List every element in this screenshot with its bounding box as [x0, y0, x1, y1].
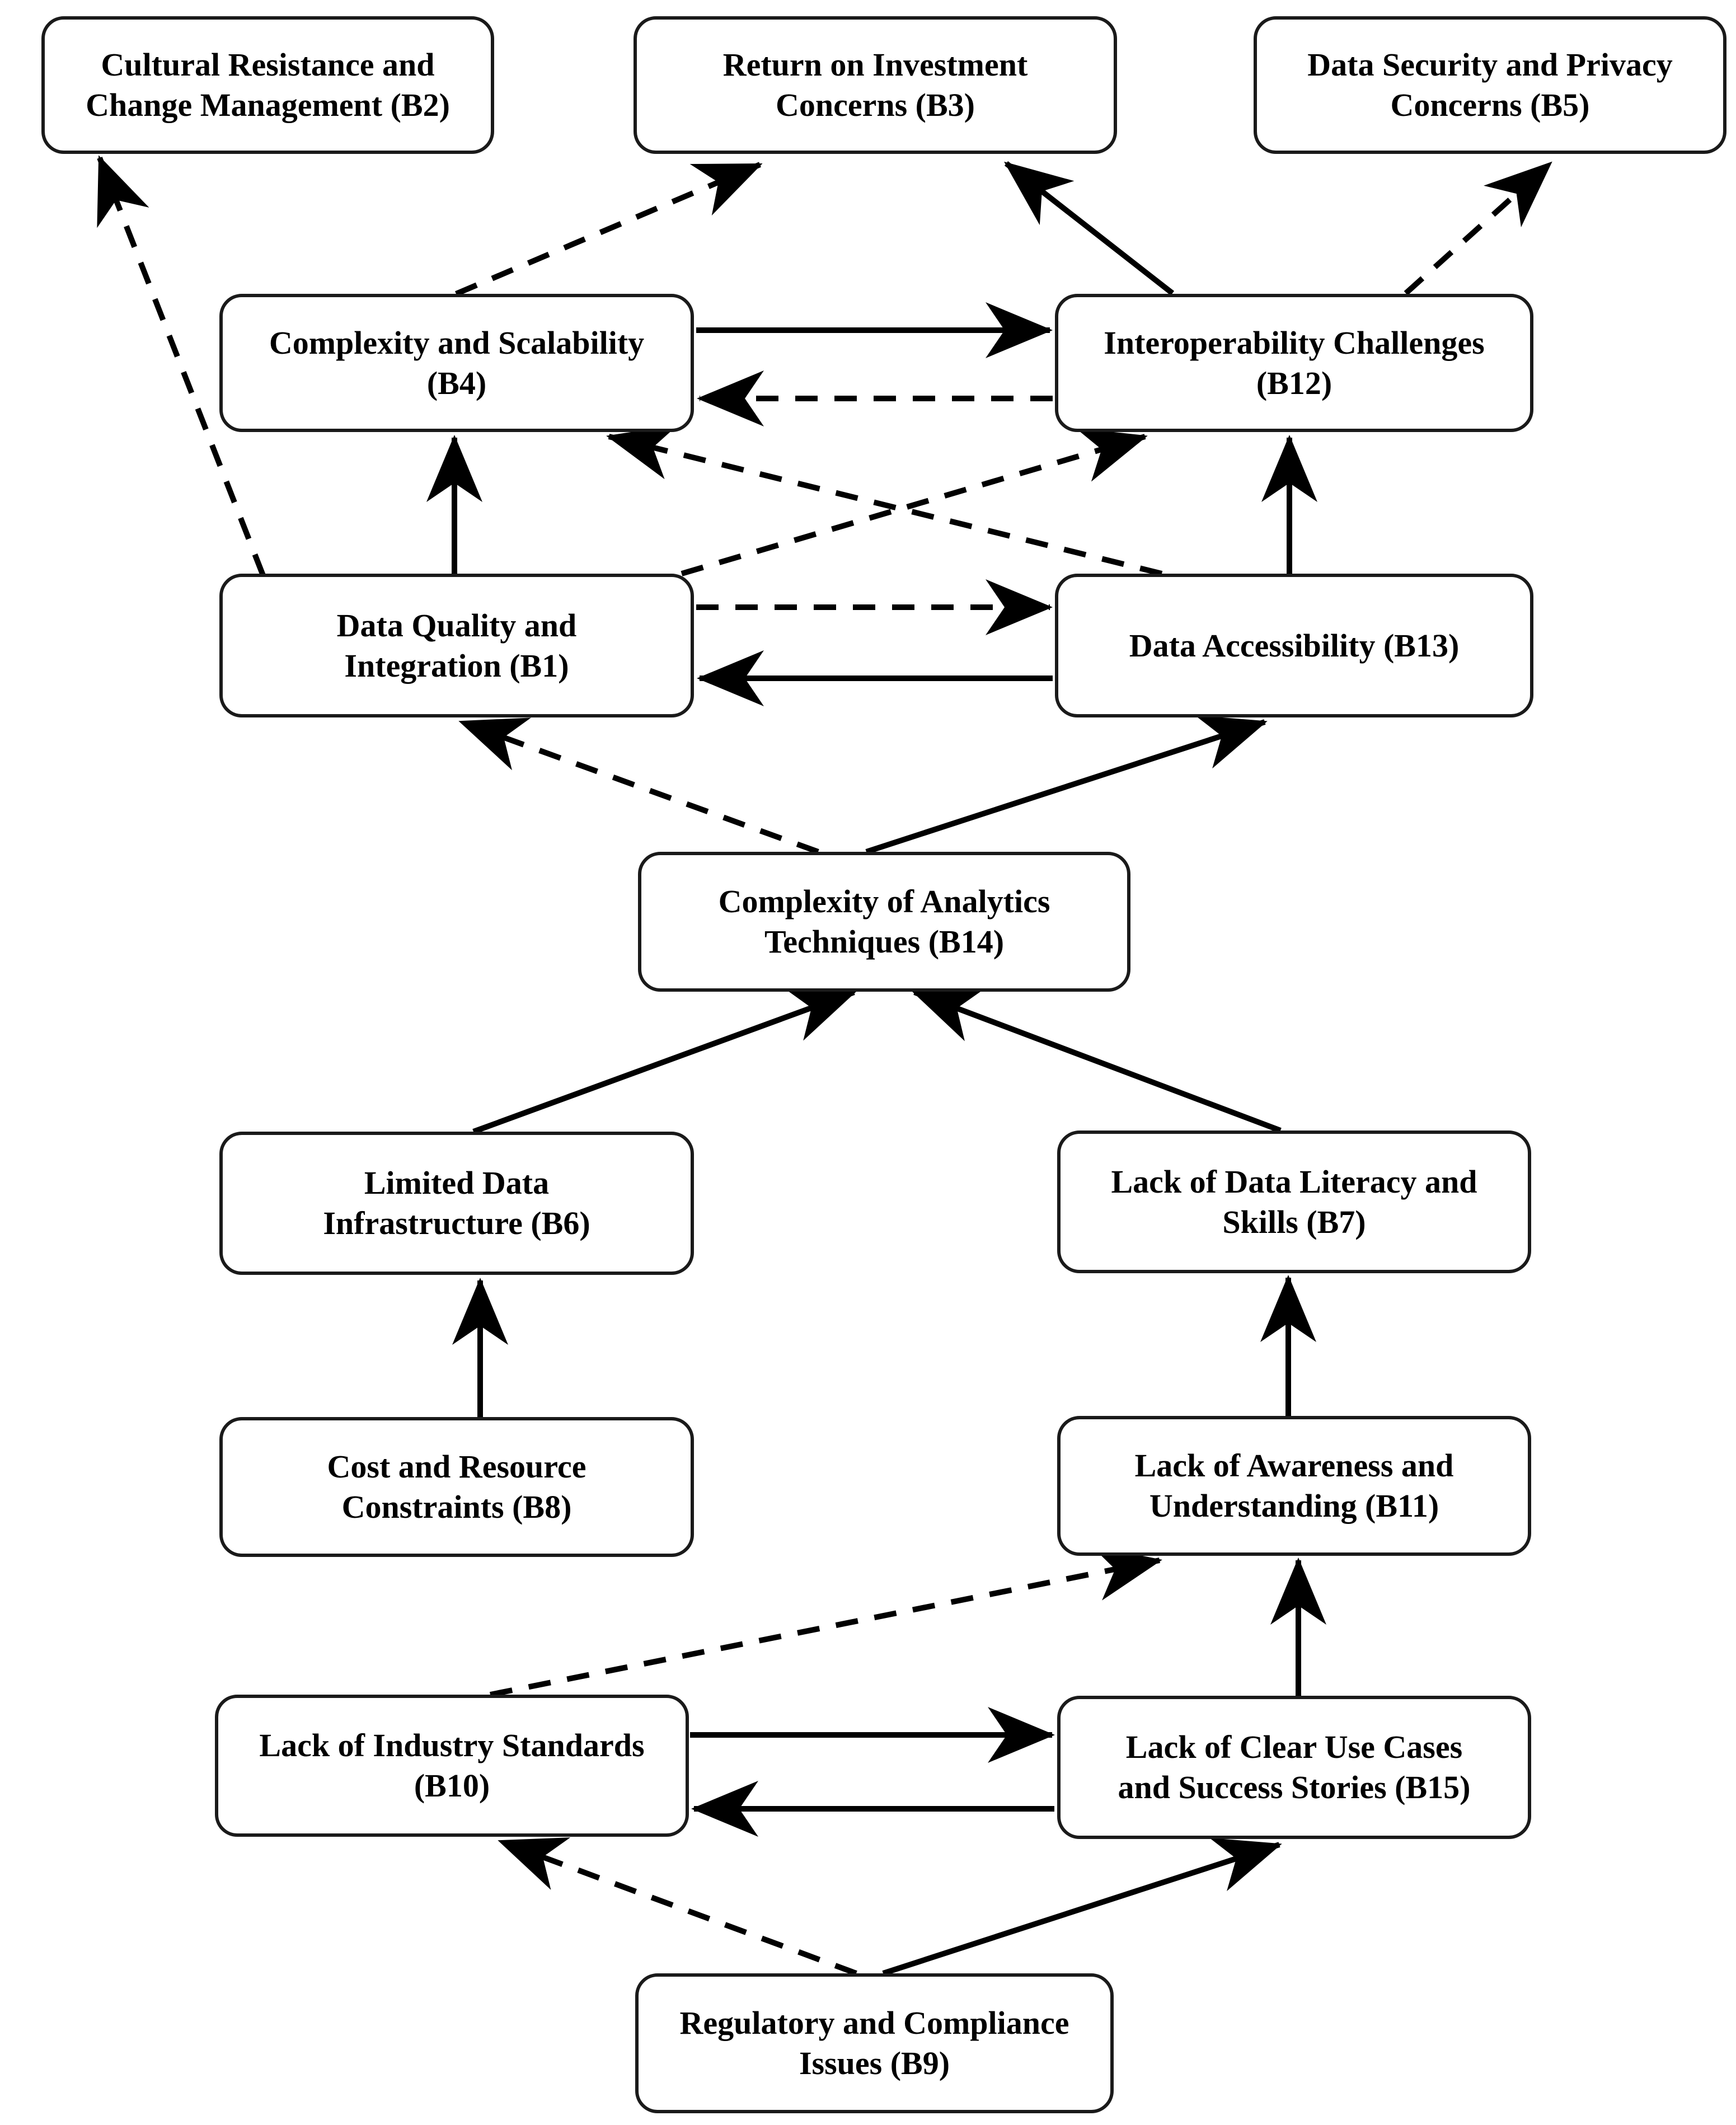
arrow-B12-to-B3 — [1004, 161, 1175, 295]
arrow-B14-to-B13 — [865, 715, 1268, 855]
node-B15-label-line1: Lack of Clear Use Cases — [1125, 1729, 1463, 1765]
arrow-B6-to-B14 — [472, 988, 857, 1134]
node-B4-label-line1: Complexity and Scalability — [269, 324, 645, 361]
arrow-B13-to-B4 — [606, 425, 1163, 576]
node-B7-label-line1: Lack of Data Literacy and — [1111, 1163, 1477, 1200]
node-B12-label-line2: (B12) — [1256, 364, 1333, 401]
node-B8-label-line1: Cost and Resource — [327, 1448, 587, 1485]
node-B2-label-line1: Cultural Resistance and — [101, 46, 435, 83]
node-B11-label-line2: Understanding (B11) — [1149, 1488, 1439, 1524]
arrow-B10-to-B11 — [490, 1545, 1162, 1697]
node-B10-label-line1: Lack of Industry Standards — [259, 1727, 645, 1763]
node-B4-label-line2: (B4) — [426, 364, 487, 401]
arrow-B12-to-B5 — [1404, 161, 1552, 295]
node-B8-label-line2: Constraints (B8) — [341, 1489, 572, 1525]
node-B4: Complexity and Scalability (B4) — [219, 294, 694, 432]
node-B13: Data Accessibility (B13) — [1055, 574, 1533, 717]
node-B7: Lack of Data Literacy and Skills (B7) — [1057, 1130, 1531, 1273]
node-B13-label-line1: Data Accessibility (B13) — [1129, 627, 1460, 664]
node-B11-label-line1: Lack of Awareness and — [1134, 1447, 1454, 1484]
node-B12: Interoperability Challenges (B12) — [1055, 294, 1533, 432]
node-B8: Cost and Resource Constraints (B8) — [219, 1417, 694, 1557]
node-B3: Return on Investment Concerns (B3) — [634, 16, 1117, 154]
node-B1-label-line2: Integration (B1) — [344, 647, 569, 684]
node-B6: Limited Data Infrastructure (B6) — [219, 1132, 694, 1275]
arrow-B14-to-B1 — [458, 717, 819, 855]
arrow-B1-to-B2 — [97, 155, 266, 576]
node-B3-label-line2: Concerns (B3) — [775, 87, 975, 123]
node-B12-label-line1: Interoperability Challenges — [1104, 324, 1485, 361]
node-B2: Cultural Resistance and Change Managemen… — [41, 16, 494, 154]
arrow-B9-to-B10 — [498, 1837, 857, 1976]
node-B14-label-line1: Complexity of Analytics — [718, 883, 1050, 920]
arrow-B7-to-B14 — [912, 988, 1282, 1133]
node-B5: Data Security and Privacy Concerns (B5) — [1254, 16, 1726, 154]
node-B9-label-line2: Issues (B9) — [799, 2045, 950, 2081]
node-B10-label-line2: (B10) — [414, 1767, 490, 1804]
node-B11: Lack of Awareness and Understanding (B11… — [1057, 1416, 1531, 1556]
node-B10: Lack of Industry Standards (B10) — [215, 1695, 689, 1837]
node-B1: Data Quality and Integration (B1) — [219, 574, 694, 717]
arrow-B4-to-B3 — [455, 162, 763, 297]
node-B5-label-line2: Concerns (B5) — [1390, 87, 1590, 123]
node-B15-label-line2: and Success Stories (B15) — [1118, 1769, 1471, 1805]
node-B5-label-line1: Data Security and Privacy — [1307, 46, 1673, 83]
arrow-B9-to-B15 — [882, 1837, 1282, 1976]
node-B6-label-line2: Infrastructure (B6) — [323, 1205, 590, 1241]
node-B6-label-line1: Limited Data — [364, 1165, 550, 1201]
node-B2-label-line2: Change Management (B2) — [86, 87, 450, 123]
node-B15: Lack of Clear Use Cases and Success Stor… — [1057, 1696, 1531, 1839]
node-B9: Regulatory and Compliance Issues (B9) — [635, 1973, 1114, 2113]
node-B7-label-line2: Skills (B7) — [1222, 1203, 1366, 1240]
node-B14: Complexity of Analytics Techniques (B14) — [638, 852, 1130, 992]
node-B9-label-line1: Regulatory and Compliance — [679, 2005, 1069, 2041]
node-B14-label-line2: Techniques (B14) — [764, 923, 1005, 960]
arrow-B1-to-B12 — [681, 428, 1148, 576]
node-B1-label-line1: Data Quality and — [336, 607, 577, 644]
node-B3-label-line1: Return on Investment — [722, 46, 1028, 83]
